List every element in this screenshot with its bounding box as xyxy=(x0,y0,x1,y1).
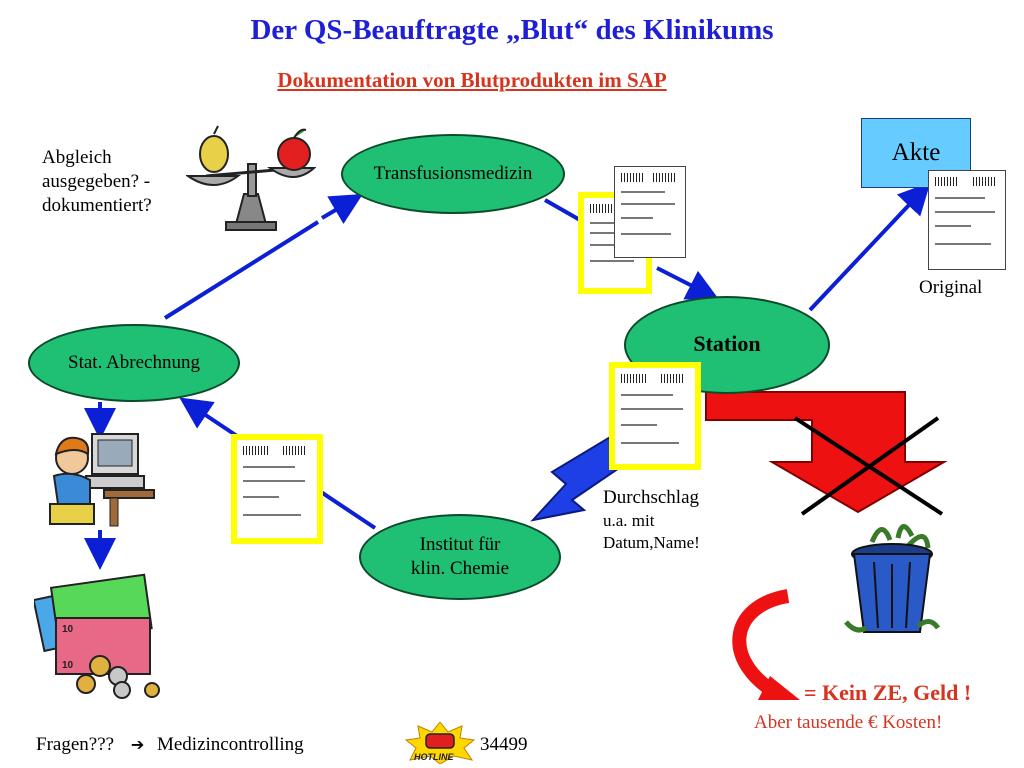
original-label: Original xyxy=(919,277,983,298)
durchschlag-line-1: Durchschlag xyxy=(603,487,700,508)
balance-scale-icon xyxy=(186,125,316,231)
arrow-to-station xyxy=(656,266,720,300)
arrow-transfusion-out xyxy=(544,198,581,222)
page-title: Der QS-Beauftragte „Blut“ des Klinikums xyxy=(250,14,774,46)
node-institut: Institut für klin. Chemie xyxy=(359,514,561,600)
node-transfusionsmedizin-label: Transfusionsmedizin xyxy=(373,163,533,184)
red-curved-arrow xyxy=(732,589,790,701)
trash-can-icon xyxy=(844,524,941,633)
page-subtitle: Dokumentation von Blutprodukten im SAP xyxy=(277,68,667,92)
node-institut-label-2: klin. Chemie xyxy=(410,558,510,579)
node-stat-abrechnung: Stat. Abrechnung xyxy=(28,324,240,402)
durchschlag-line-3: Datum,Name! xyxy=(603,533,700,552)
red-arrow-down xyxy=(705,391,948,514)
abgleich-line-3: dokumentiert? xyxy=(42,195,152,216)
money-icon: 10 10 xyxy=(34,573,160,699)
arrow-right-icon: ➔ xyxy=(130,735,145,754)
document-original xyxy=(928,170,1006,270)
red-curved-arrowhead xyxy=(758,676,800,700)
footer-phone: 34499 xyxy=(480,734,528,755)
durchschlag-line-2: u.a. mit xyxy=(603,511,655,530)
arrow-to-transfusion xyxy=(320,193,363,224)
arrow-to-akte xyxy=(808,182,931,312)
arrow-abrechnung-up xyxy=(163,220,320,320)
telephone-icon: HOTLINE xyxy=(404,722,476,764)
akte-label: Akte xyxy=(891,139,941,166)
footer: Fragen??? ➔ Medizincontrolling xyxy=(36,734,304,756)
abgleich-text: Abgleich ausgegeben? - dokumentiert? xyxy=(42,146,152,218)
footer-fragen: Fragen??? xyxy=(36,734,115,755)
result-line-1: = Kein ZE, Geld ! xyxy=(804,680,972,705)
document-yellow-durchschlag xyxy=(609,362,701,470)
abgleich-line-2: ausgegeben? - xyxy=(42,171,151,192)
svg-text:10: 10 xyxy=(62,624,74,635)
node-transfusionsmedizin: Transfusionsmedizin xyxy=(341,134,565,214)
result-line-2: Aber tausende € Kosten! xyxy=(754,712,943,733)
node-institut-label-1: Institut für xyxy=(419,534,501,555)
hotline-badge: HOTLINE xyxy=(414,752,454,762)
document-white-1 xyxy=(614,166,686,258)
node-station-label: Station xyxy=(693,331,761,356)
document-yellow-2 xyxy=(231,434,323,544)
durchschlag-text: Durchschlag u.a. mit Datum,Name! xyxy=(603,486,700,554)
svg-text:10: 10 xyxy=(62,660,74,671)
cross-line-2 xyxy=(800,416,940,516)
node-stat-abrechnung-label: Stat. Abrechnung xyxy=(68,352,200,373)
abgleich-line-1: Abgleich xyxy=(42,147,112,168)
footer-medizincontrolling: Medizincontrolling xyxy=(156,734,304,755)
computer-user-icon xyxy=(49,433,155,527)
